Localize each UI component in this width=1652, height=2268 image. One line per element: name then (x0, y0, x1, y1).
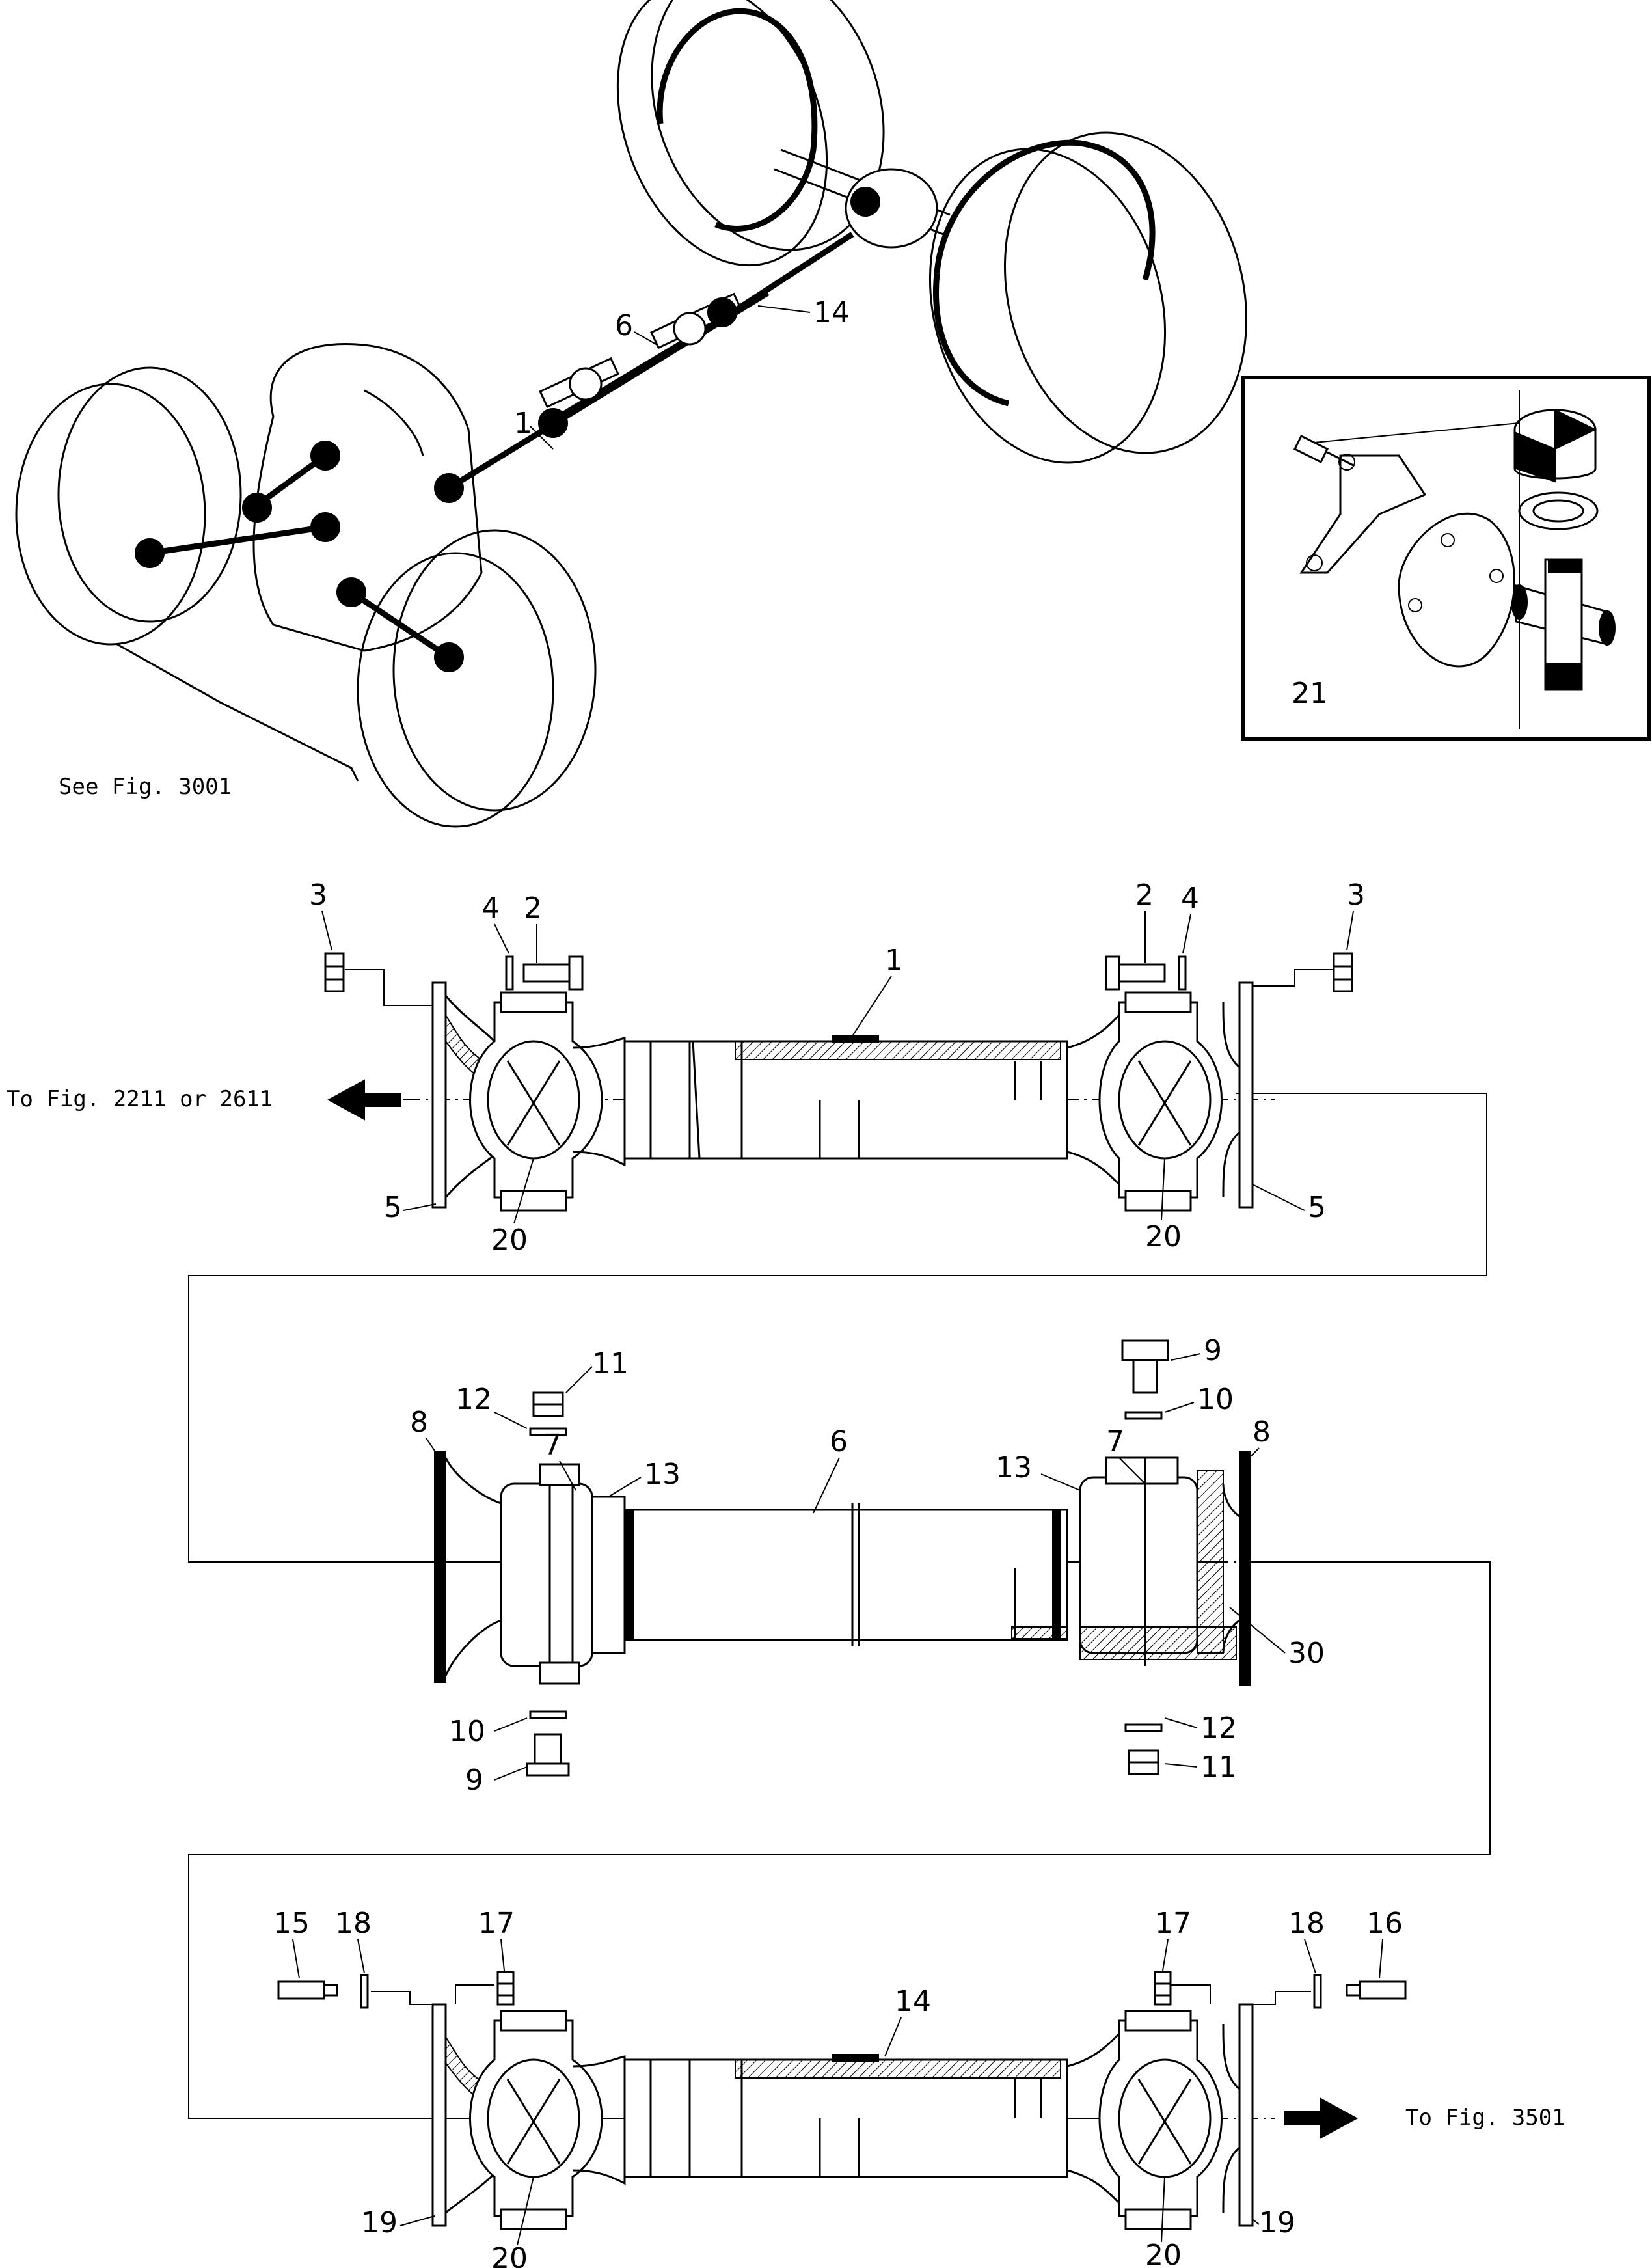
s1-callout-5-left: 5 (384, 1191, 402, 1224)
overview-illustration: See Fig. 3001 1 6 14 (15, 0, 1248, 828)
s1-callout-2-right: 2 (1135, 879, 1154, 912)
callout-14: 14 (813, 296, 850, 329)
s2-callout-8-right: 8 (1253, 1415, 1271, 1449)
s1-callout-3-right: 3 (1347, 879, 1365, 912)
s3-callout-18-right: 18 (1288, 1907, 1325, 1940)
s1-callout-2-left: 2 (524, 892, 542, 925)
shaft-1-assembly: To Fig. 2211 or 2611 3 4 2 1 2 4 3 5 20 … (7, 879, 1365, 1257)
s2-callout-10-top: 10 (1197, 1383, 1234, 1416)
section-connectors (188, 1093, 1491, 2119)
s1-callout-4-right: 4 (1181, 882, 1199, 915)
shaft-6-assembly: 11 12 8 7 13 6 9 10 7 8 13 30 10 9 12 11 (403, 1334, 1325, 1797)
s3-callout-19-right: 19 (1259, 2206, 1295, 2239)
s3-callout-16: 16 (1366, 1907, 1403, 1940)
callout-21: 21 (1292, 677, 1328, 710)
to-fig-left-note: To Fig. 2211 or 2611 (7, 1086, 273, 1112)
s2-callout-11-top: 11 (592, 1347, 629, 1380)
s3-callout-17-right: 17 (1155, 1907, 1191, 1940)
s2-callout-9-top: 9 (1204, 1334, 1222, 1367)
s3-callout-14: 14 (895, 1985, 931, 2018)
s1-callout-5-right: 5 (1308, 1191, 1326, 1224)
inset-spider-kit: 21 (1241, 376, 1651, 741)
s2-callout-7-left: 7 (543, 1428, 562, 1462)
s1-callout-1: 1 (885, 944, 903, 977)
s1-callout-20-left: 20 (491, 1223, 528, 1257)
s3-callout-17-left: 17 (478, 1907, 515, 1940)
s2-callout-7-right: 7 (1106, 1425, 1124, 1458)
s3-callout-18-left: 18 (335, 1907, 372, 1940)
s2-callout-10-bottom: 10 (449, 1715, 485, 1748)
callout-6: 6 (615, 309, 633, 342)
s2-callout-30: 30 (1288, 1637, 1325, 1670)
s1-callout-3-left: 3 (309, 879, 327, 912)
s2-callout-11-bottom: 11 (1200, 1751, 1237, 1784)
see-fig-note: See Fig. 3001 (59, 774, 232, 800)
s3-callout-20-left: 20 (491, 2242, 528, 2268)
s2-callout-13-left: 13 (644, 1458, 681, 1491)
to-fig-right-note: To Fig. 3501 (1405, 2105, 1565, 2131)
shaft-14-assembly: To Fig. 3501 15 18 17 14 17 18 16 19 20 … (273, 1907, 1565, 2268)
callout-1: 1 (514, 407, 532, 440)
s2-callout-9-bottom: 9 (465, 1764, 483, 1797)
s1-callout-4-left: 4 (481, 892, 500, 925)
s2-callout-8-left: 8 (410, 1406, 428, 1439)
s1-callout-20-right: 20 (1145, 1220, 1182, 1253)
rear-wheels (616, 0, 1248, 464)
s3-callout-20-right: 20 (1145, 2239, 1182, 2268)
s2-callout-13-right: 13 (995, 1451, 1032, 1484)
s3-callout-19-left: 19 (361, 2206, 398, 2239)
s3-callout-15: 15 (273, 1907, 310, 1940)
s2-callout-12-bottom: 12 (1200, 1712, 1237, 1745)
s2-callout-12-top: 12 (455, 1383, 492, 1416)
s2-callout-6: 6 (830, 1425, 848, 1458)
front-wheels-and-unit: See Fig. 3001 (15, 232, 854, 828)
